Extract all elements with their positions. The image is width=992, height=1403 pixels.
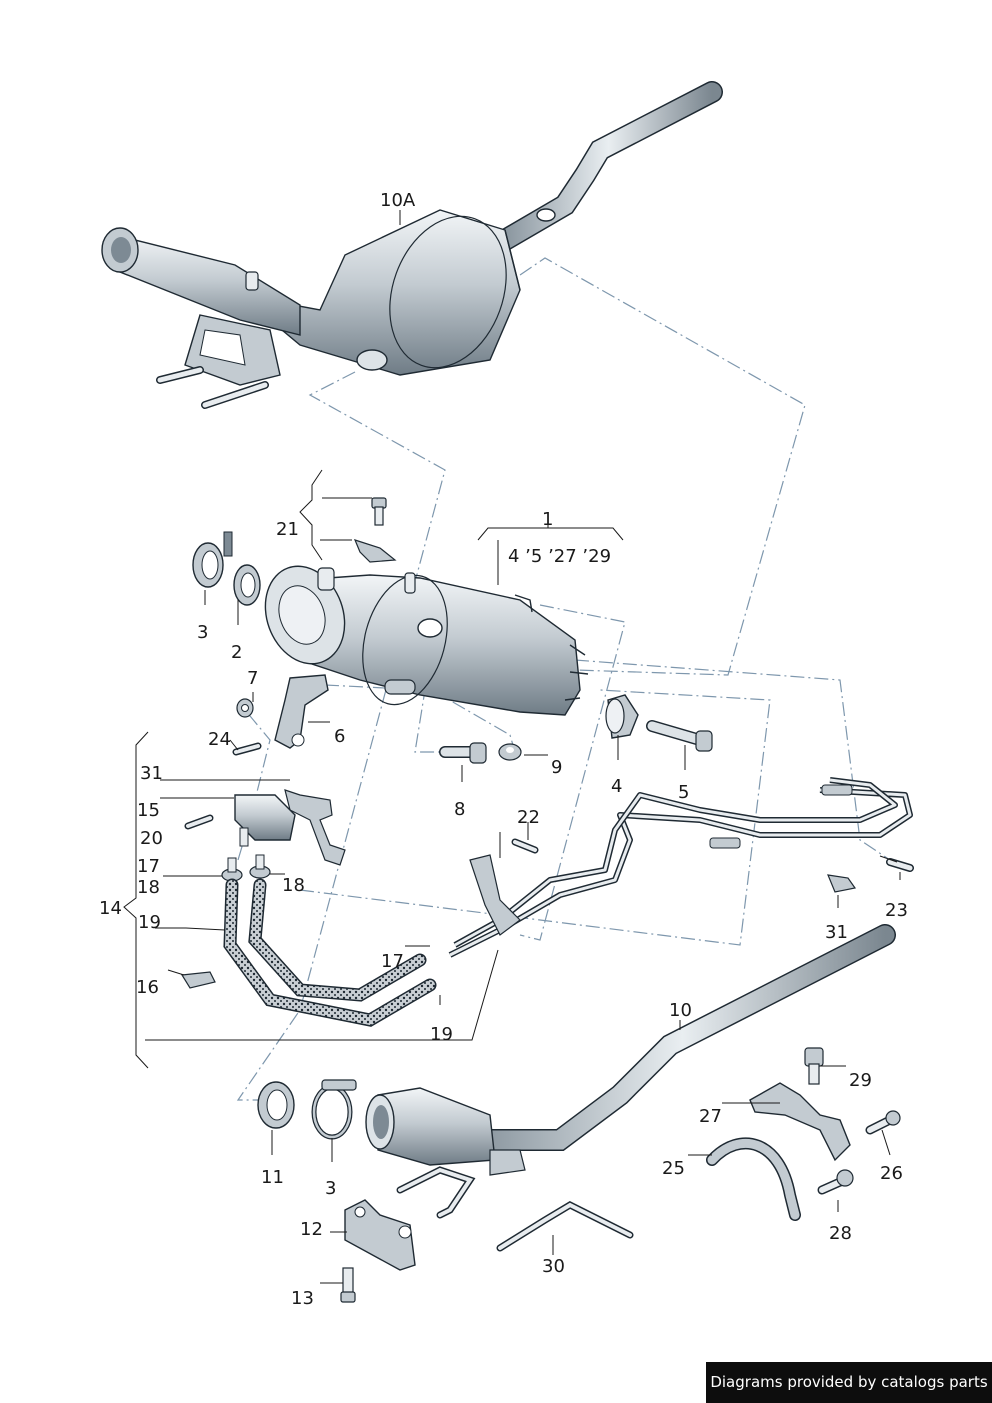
hose-clamps-17-18 xyxy=(221,854,271,882)
connection-line-pipe xyxy=(574,659,891,861)
gasket-2 xyxy=(233,564,261,606)
label-31-sensor: 31 xyxy=(140,763,163,784)
pressure-pipes xyxy=(448,777,913,958)
catalytic-converter-10 xyxy=(365,1087,526,1219)
label-18-left: 18 xyxy=(137,877,160,898)
clip-31-pipe xyxy=(827,874,857,893)
label-25: 25 xyxy=(662,1158,685,1179)
bolt-21 xyxy=(371,497,387,526)
clamp-3-lower xyxy=(311,1079,357,1140)
label-22: 22 xyxy=(517,807,540,828)
label-18-right: 18 xyxy=(282,875,305,896)
mount-bracket-12 xyxy=(344,1199,416,1271)
clamp-3-upper xyxy=(192,531,233,588)
label-12: 12 xyxy=(300,1219,323,1240)
tailpipe-10A xyxy=(494,81,723,251)
label-17-upper: 17 xyxy=(137,856,160,877)
nut-7 xyxy=(236,698,254,718)
label-10: 10 xyxy=(669,1000,692,1021)
label-3-upper: 3 xyxy=(197,622,209,643)
pipe-bracket-22 xyxy=(469,854,521,936)
bolt-22 xyxy=(511,838,539,854)
label-23: 23 xyxy=(885,900,908,921)
label-1: 1 xyxy=(542,509,554,530)
bracket-6 xyxy=(274,674,329,749)
bolt-20 xyxy=(184,814,214,830)
particulate-filter-10A xyxy=(237,209,521,376)
connection-line-middle xyxy=(519,604,626,941)
label-30: 30 xyxy=(542,1256,565,1277)
bolt-5 xyxy=(646,720,713,752)
label-29: 29 xyxy=(849,1070,872,1091)
bolt-24 xyxy=(232,742,262,756)
connection-line-bracket6 xyxy=(324,684,445,753)
rubber-bushing-4 xyxy=(605,694,639,739)
bracket-27 xyxy=(749,1082,851,1162)
label-4: 4 xyxy=(611,776,623,797)
label-11: 11 xyxy=(261,1167,284,1188)
bracket-31-sensor xyxy=(284,789,346,866)
label-16: 16 xyxy=(136,977,159,998)
label-10A: 10A xyxy=(380,190,416,211)
label-21: 21 xyxy=(276,519,299,540)
clip-21 xyxy=(353,539,397,563)
hose-19 xyxy=(223,878,437,1027)
bolt-28 xyxy=(817,1169,854,1195)
nut-9 xyxy=(498,743,522,761)
label-3-lower: 3 xyxy=(325,1178,337,1199)
credit-banner: Diagrams provided by catalogs parts xyxy=(706,1362,992,1403)
label-7: 7 xyxy=(247,668,259,689)
inlet-pipe-10A xyxy=(101,227,301,336)
particulate-filter-1 xyxy=(264,565,589,716)
label-5: 5 xyxy=(678,782,690,803)
leader-lines xyxy=(123,210,901,1284)
strap-25 xyxy=(706,1137,801,1221)
label-20: 20 xyxy=(140,828,163,849)
label-31-pipe: 31 xyxy=(825,922,848,943)
bolt-29 xyxy=(804,1047,824,1085)
bolt-13 xyxy=(340,1267,356,1303)
bolt-23 xyxy=(886,858,914,872)
gasket-11 xyxy=(257,1081,295,1129)
label-19-left: 19 xyxy=(138,912,161,933)
label-15: 15 xyxy=(137,800,160,821)
exhaust-pipe-10 xyxy=(469,924,896,1151)
label-28: 28 xyxy=(829,1223,852,1244)
bolt-26 xyxy=(865,1110,901,1135)
label-27: 27 xyxy=(699,1106,722,1127)
label-19-lower: 19 xyxy=(430,1024,453,1045)
hose-clip-16 xyxy=(180,971,216,989)
label-8: 8 xyxy=(454,799,466,820)
label-9: 9 xyxy=(551,757,563,778)
label-1-includes: 4 ’5 ’27 ’29 xyxy=(508,546,612,567)
label-26: 26 xyxy=(880,1163,903,1184)
bolt-8 xyxy=(439,742,487,764)
label-2: 2 xyxy=(231,642,243,663)
label-17-lower: 17 xyxy=(381,951,404,972)
connection-line-right xyxy=(519,257,806,676)
connection-line-upper xyxy=(236,371,446,1101)
rod-30 xyxy=(496,1201,634,1252)
pressure-sensor-15 xyxy=(234,794,296,847)
label-14: 14 xyxy=(99,898,122,919)
label-6: 6 xyxy=(334,726,346,747)
label-24: 24 xyxy=(208,729,231,750)
label-13: 13 xyxy=(291,1288,314,1309)
bracket-10A xyxy=(156,314,281,409)
